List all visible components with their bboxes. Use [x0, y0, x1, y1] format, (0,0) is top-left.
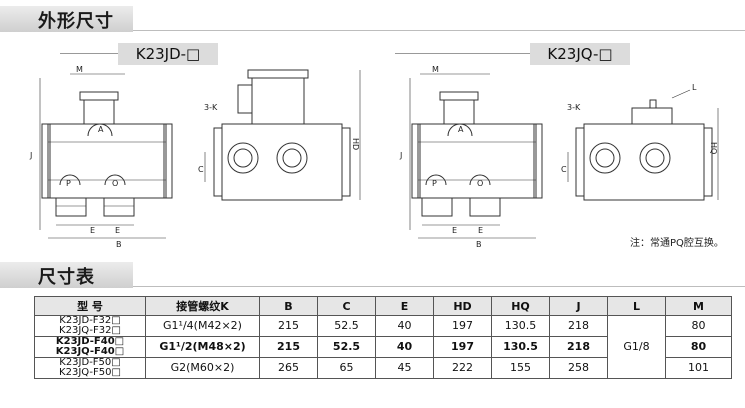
table-row: K23JD-F40□ K23JQ-F40□ G1¹/2(M48×2) 215 5…	[34, 336, 732, 358]
svg-text:E: E	[90, 226, 95, 235]
dimension-table-wrap: 型 号 接管螺纹K B C E HD HQ J L M K23JD-F32□ K…	[34, 296, 732, 379]
svg-text:A: A	[98, 125, 104, 134]
svg-text:B: B	[476, 240, 482, 249]
model-label-jd: K23JD-□	[118, 43, 218, 65]
model-cell: K23JD-F40□ K23JQ-F40□	[34, 336, 146, 358]
svg-text:O: O	[112, 179, 118, 188]
model-label-jq: K23JQ-□	[530, 43, 630, 65]
col-header: 接管螺纹K	[145, 296, 260, 316]
table-header-row: 型 号 接管螺纹K B C E HD HQ J L M	[34, 296, 732, 316]
model-cell: K23JD-F32□ K23JQ-F32□	[34, 315, 146, 337]
svg-text:P: P	[432, 179, 437, 188]
model-cell: K23JD-F50□ K23JQ-F50□	[34, 357, 146, 379]
thread-cell: G1¹/2(M48×2)	[145, 336, 260, 358]
svg-text:J: J	[399, 151, 402, 160]
svg-text:HD: HD	[351, 138, 360, 150]
col-header: M	[665, 296, 732, 316]
col-header: E	[375, 296, 434, 316]
dimension-section-title: 尺寸表	[38, 267, 95, 288]
col-header: L	[607, 296, 666, 316]
svg-text:O: O	[477, 179, 483, 188]
svg-text:C: C	[561, 165, 567, 174]
thread-cell: G1¹/4(M42×2)	[145, 315, 260, 337]
svg-text:P: P	[66, 179, 71, 188]
svg-text:A: A	[458, 125, 464, 134]
col-header: HQ	[491, 296, 550, 316]
col-header: HD	[433, 296, 492, 316]
svg-text:M: M	[76, 65, 83, 74]
outline-section-title: 外形尺寸	[38, 11, 114, 32]
svg-text:HQ: HQ	[709, 142, 718, 154]
outline-section-header: 外形尺寸	[0, 4, 745, 32]
svg-text:3-K: 3-K	[567, 103, 581, 112]
dimension-section-header: 尺寸表	[0, 260, 745, 288]
col-header: B	[259, 296, 318, 316]
dimension-table: 型 号 接管螺纹K B C E HD HQ J L M K23JD-F32□ K…	[34, 296, 732, 379]
interchange-note: 注：常通PQ腔互换。	[630, 238, 724, 249]
svg-text:B: B	[116, 240, 122, 249]
col-header: 型 号	[34, 296, 146, 316]
svg-text:J: J	[29, 151, 32, 160]
col-header: J	[549, 296, 608, 316]
svg-text:E: E	[115, 226, 120, 235]
col-header: C	[317, 296, 376, 316]
svg-text:L: L	[692, 83, 697, 92]
svg-text:E: E	[452, 226, 457, 235]
table-row: K23JD-F50□ K23JQ-F50□ G2(M60×2) 265 65 4…	[34, 357, 732, 379]
svg-text:C: C	[198, 165, 204, 174]
table-row: K23JD-F32□ K23JQ-F32□ G1¹/4(M42×2) 215 5…	[34, 315, 732, 379]
l-shared-cell: G1/8	[607, 315, 666, 379]
svg-text:E: E	[478, 226, 483, 235]
svg-text:3-K: 3-K	[204, 103, 218, 112]
svg-text:M: M	[432, 65, 439, 74]
thread-cell: G2(M60×2)	[145, 357, 260, 379]
outline-drawing: M M J J A A P O P O E E E E B B 3-K 3-K …	[29, 65, 719, 249]
